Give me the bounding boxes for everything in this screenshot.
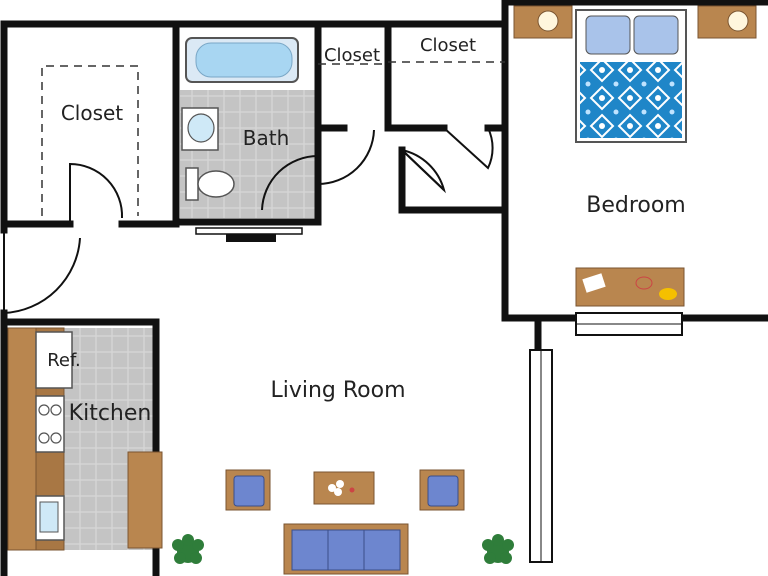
toilet (185, 167, 235, 201)
windows (195, 227, 683, 563)
armchair-right (419, 469, 465, 511)
closet-left-label: Closet (61, 101, 123, 125)
coffee-table (313, 471, 375, 505)
kitchen-sink (35, 495, 65, 541)
nightstand-right (697, 5, 757, 39)
refrigerator (35, 331, 73, 389)
sofa (283, 523, 409, 575)
kitchen-island (127, 451, 163, 549)
closet-dashed-lines (41, 61, 505, 216)
stove (35, 395, 65, 453)
closet-mid-label: Closet (324, 45, 380, 66)
sink (181, 107, 219, 151)
bathtub (185, 37, 299, 83)
bed (575, 9, 687, 143)
closet-right-label: Closet (420, 35, 476, 56)
kitchen-label: Kitchen (69, 401, 152, 426)
door-swings (3, 127, 494, 314)
nightstand-left (513, 5, 573, 39)
living-room-label: Living Room (270, 378, 405, 403)
plant-right (482, 534, 514, 564)
plant-left (172, 534, 204, 564)
desk (575, 267, 685, 307)
ref-label: Ref. (47, 350, 81, 371)
bath-label: Bath (243, 126, 290, 150)
bedroom-label: Bedroom (586, 193, 686, 218)
armchair-left (225, 469, 271, 511)
